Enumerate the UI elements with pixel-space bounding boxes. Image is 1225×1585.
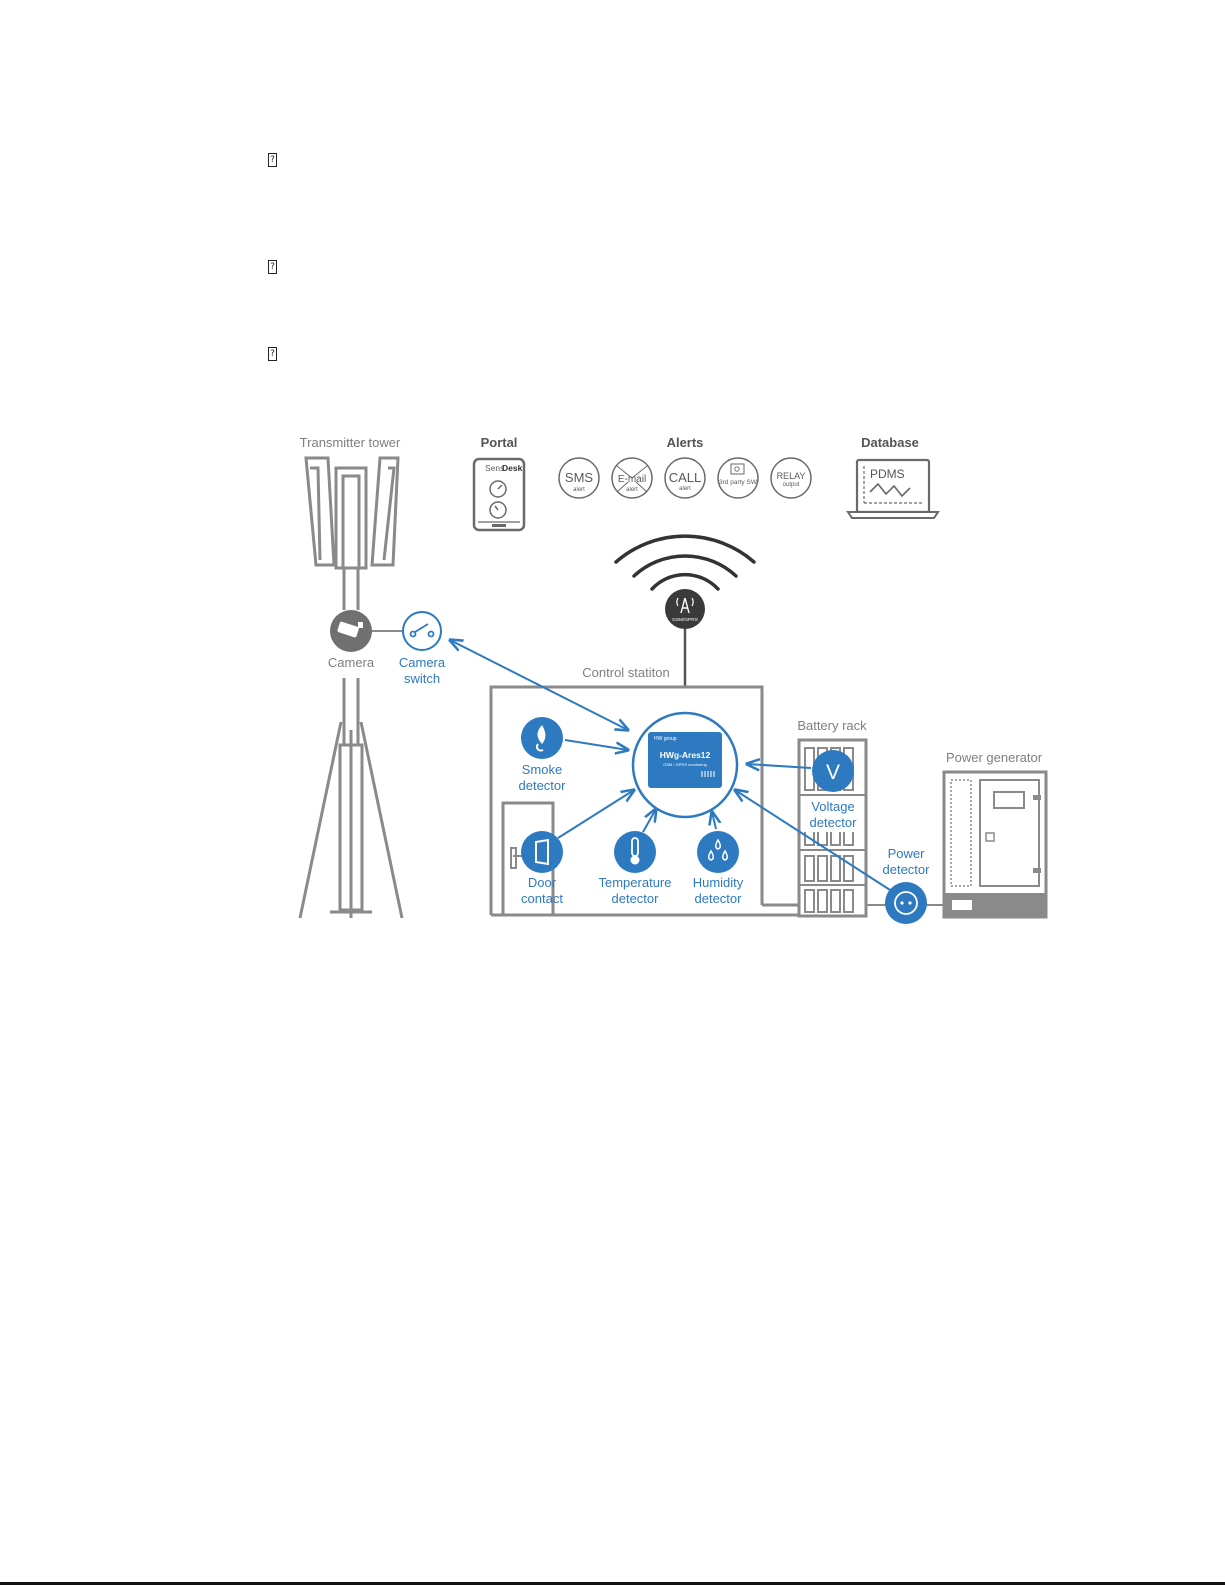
smoke-detector-label-line1: Smoke bbox=[522, 762, 562, 777]
svg-text:output: output bbox=[783, 482, 800, 488]
voltage-detector-label-line1: Voltage bbox=[811, 799, 854, 814]
arrow-power-detector bbox=[735, 790, 891, 891]
database-laptop-icon: PDMS bbox=[846, 458, 940, 519]
door-contact-label-line2: contact bbox=[521, 891, 563, 906]
svg-text:E-mail: E-mail bbox=[618, 474, 646, 485]
temperature-detector-label-line2: detector bbox=[612, 891, 660, 906]
arrow-temperature-detector bbox=[642, 809, 656, 833]
email-alert-icon: E-mail alert bbox=[611, 457, 653, 499]
svg-text:V: V bbox=[826, 761, 840, 784]
call-alert-icon: CALL alert bbox=[664, 457, 706, 499]
third-party-software-icon: 3rd party SW bbox=[717, 457, 759, 499]
svg-text:alert: alert bbox=[573, 487, 585, 493]
power-detector-label-line1: Power bbox=[888, 846, 926, 861]
camera-icon bbox=[330, 610, 372, 652]
humidity-detector-label-line1: Humidity bbox=[693, 875, 744, 890]
door-handle-icon bbox=[510, 847, 523, 869]
arrow-door-contact bbox=[557, 790, 634, 839]
sms-alert-icon: SMS alert bbox=[558, 457, 600, 499]
portal-label: Portal bbox=[481, 435, 518, 450]
connection-arrows bbox=[450, 640, 891, 891]
door-contact-label-line1: Door bbox=[528, 875, 557, 890]
svg-text:3rd party SW: 3rd party SW bbox=[719, 479, 758, 486]
page-bottom-rule bbox=[0, 1582, 1225, 1585]
database-app-name: PDMS bbox=[870, 467, 905, 481]
wireless-signal-icon bbox=[614, 534, 756, 591]
arrow-voltage-detector bbox=[747, 764, 812, 768]
voltage-detector-icon: V bbox=[812, 750, 854, 792]
portal-brand-plain: Sens bbox=[485, 463, 504, 473]
smoke-detector-icon bbox=[521, 717, 563, 759]
svg-text:RELAY: RELAY bbox=[777, 471, 806, 481]
camera-switch-icon bbox=[402, 611, 442, 651]
svg-text:GSM/GPRS: GSM/GPRS bbox=[672, 617, 698, 623]
power-detector-label-line2: detector bbox=[883, 862, 931, 877]
transmitter-tower-icon bbox=[298, 456, 404, 919]
svg-text:GSM / GPRS monitoring: GSM / GPRS monitoring bbox=[663, 762, 707, 767]
svg-text:alert: alert bbox=[679, 486, 691, 492]
gsm-module-icon: GSM/GPRS bbox=[665, 589, 705, 629]
portal-brand-bold: Desk bbox=[502, 463, 523, 473]
transmitter-tower-label: Transmitter tower bbox=[300, 435, 401, 450]
humidity-detector-label-line2: detector bbox=[695, 891, 743, 906]
humidity-detector-icon bbox=[697, 831, 739, 873]
camera-label: Camera bbox=[328, 655, 375, 670]
relay-output-icon: RELAY output bbox=[770, 457, 812, 499]
portal-tablet-icon: Sens Desk bbox=[472, 457, 526, 532]
door-contact-icon bbox=[521, 831, 563, 873]
camera-switch-label-line1: Camera bbox=[399, 655, 446, 670]
svg-text:alert: alert bbox=[626, 487, 638, 493]
missing-glyph-1: ? bbox=[268, 153, 277, 167]
device-model-label: HWg-Ares12 bbox=[660, 750, 711, 760]
control-station-label: Control statiton bbox=[582, 665, 669, 680]
camera-switch-label-line2: switch bbox=[404, 671, 440, 686]
smoke-detector-label-line2: detector bbox=[519, 778, 567, 793]
missing-glyph-3: ? bbox=[268, 347, 277, 361]
temperature-detector-label-line1: Temperature bbox=[599, 875, 672, 890]
power-detector-icon bbox=[885, 882, 927, 924]
hwg-ares12-hub: HW group HWg-Ares12 GSM / GPRS monitorin… bbox=[631, 711, 739, 819]
svg-text:SMS: SMS bbox=[565, 470, 594, 485]
alerts-label: Alerts bbox=[667, 435, 704, 450]
power-generator-label: Power generator bbox=[946, 750, 1043, 765]
battery-rack-label: Battery rack bbox=[797, 718, 867, 733]
database-label: Database bbox=[861, 435, 919, 450]
power-generator-icon bbox=[942, 770, 1048, 919]
temperature-detector-icon bbox=[614, 831, 656, 873]
svg-text:HW group: HW group bbox=[654, 736, 677, 742]
arrow-camera-switch bbox=[450, 640, 628, 730]
svg-text:CALL: CALL bbox=[669, 470, 702, 485]
arrow-humidity-detector bbox=[712, 812, 716, 830]
missing-glyph-2: ? bbox=[268, 260, 277, 274]
voltage-detector-label-line2: detector bbox=[810, 815, 858, 830]
arrow-smoke-detector bbox=[564, 739, 628, 750]
